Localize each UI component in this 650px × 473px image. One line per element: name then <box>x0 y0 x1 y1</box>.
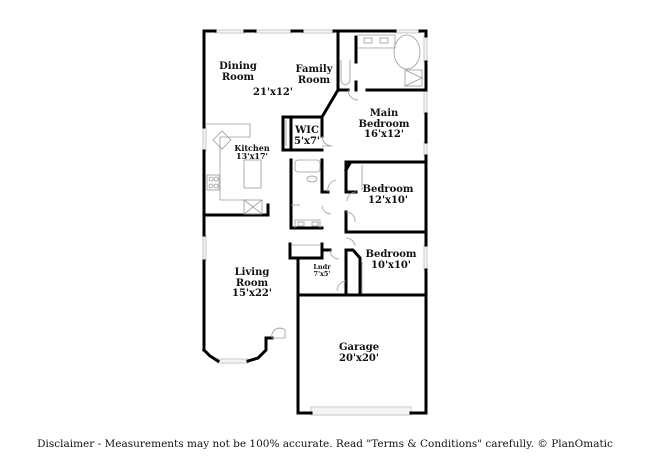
room-name: Living <box>234 267 270 278</box>
room-family: Family Room <box>294 64 334 86</box>
room-name: Bedroom <box>358 118 410 130</box>
room-dimensions: 12'x10' <box>368 194 408 206</box>
room-laundry: Lndr 7'x5' <box>308 264 336 278</box>
sink <box>212 130 232 150</box>
room-kitchen: Kitchen 13'x17' <box>232 144 272 161</box>
room-main-bedroom: Main Bedroom 16'x12' <box>356 108 412 141</box>
room-name: Garage <box>338 342 380 353</box>
kitchen-island <box>243 159 262 189</box>
room-dimensions: 15'x22' <box>232 288 272 299</box>
room-name: Bedroom <box>362 184 414 195</box>
room-name: Lndr <box>313 263 331 271</box>
walls <box>201 29 428 415</box>
room-dimensions: 16'x12' <box>364 129 404 140</box>
room-bedroom-2: Bedroom 12'x10' <box>362 184 414 206</box>
windows <box>202 29 428 416</box>
room-name: Bedroom <box>365 249 417 260</box>
room-wic: WIC 5'x7' <box>292 125 322 147</box>
room-name: Dining <box>219 61 257 72</box>
room-name: Kitchen <box>234 143 270 153</box>
stove <box>206 174 220 191</box>
room-garage: Garage 20'x20' <box>334 342 384 364</box>
room-name: Room <box>235 277 269 289</box>
room-dimensions: 5'x7' <box>293 135 320 147</box>
room-name: WIC <box>295 125 319 136</box>
room-name: Family <box>295 64 333 75</box>
room-name: Room <box>297 74 331 86</box>
room-name: Room <box>221 71 255 83</box>
room-dimensions: 20'x20' <box>339 352 379 364</box>
fridge <box>243 199 263 215</box>
room-name: Main <box>369 108 399 119</box>
room-dimensions: 10'x10' <box>371 259 411 271</box>
room-dining: Dining Room <box>218 61 258 83</box>
room-dimensions: 13'x17' <box>236 151 268 162</box>
room-living: Living Room 15'x22' <box>230 267 274 300</box>
room-dimensions: 21'x12' <box>253 87 293 98</box>
room-bedroom-3: Bedroom 10'x10' <box>365 249 417 271</box>
room-dining-family-dimensions: 21'x12' <box>253 87 293 99</box>
room-dimensions: 7'x5' <box>313 269 331 278</box>
disclaimer-text: Disclaimer - Measurements may not be 100… <box>37 438 613 450</box>
fixtures <box>206 34 423 339</box>
